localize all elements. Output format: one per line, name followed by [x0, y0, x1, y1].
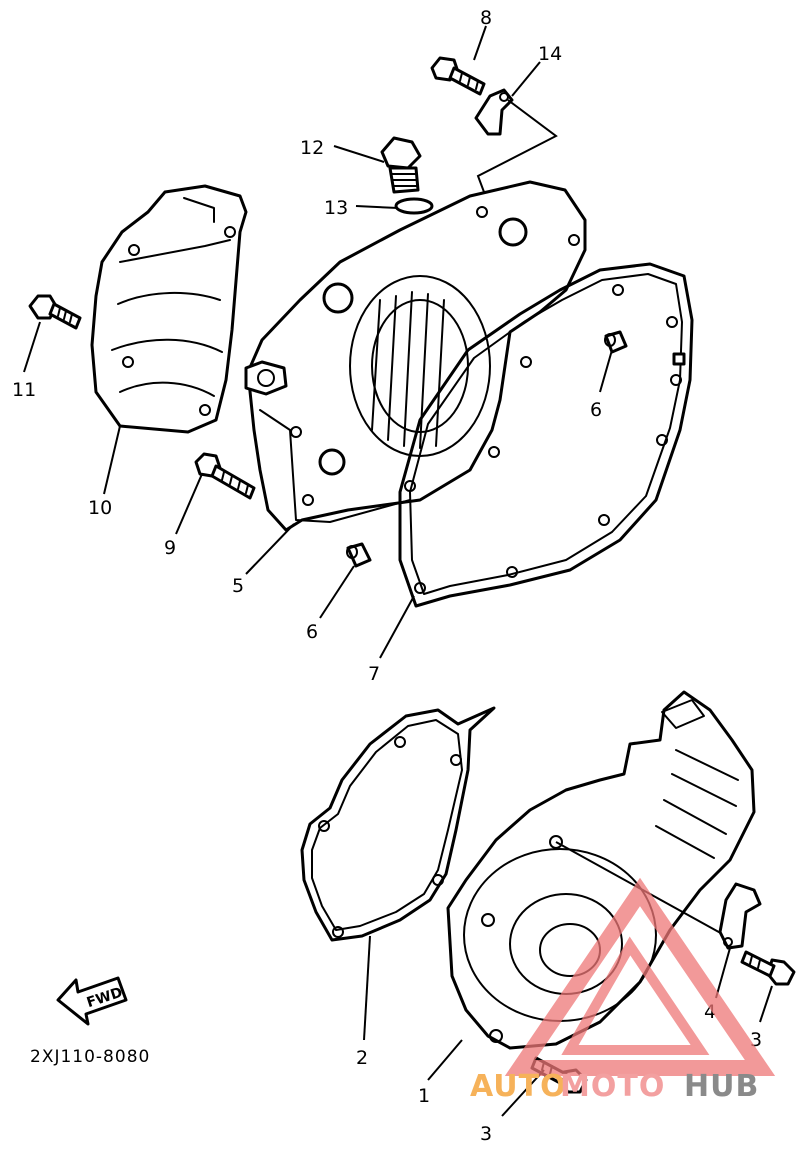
callout-1: 1: [418, 1085, 430, 1107]
watermark-logo: [504, 877, 776, 1076]
part-2-gasket: [300, 706, 496, 942]
leader-lines: [23, 25, 773, 1117]
callout-10: 10: [88, 497, 112, 519]
callout-12: 12: [300, 137, 324, 159]
crankcase-cover: [244, 180, 587, 532]
part-5-gasket-edge: [259, 409, 411, 523]
part-13-o-ring: [394, 197, 434, 215]
part-6-dowel-pin-lower: [346, 542, 372, 568]
part-7-gasket: [398, 262, 694, 608]
watermark-text-auto: AUTO: [470, 1069, 567, 1104]
part-11-bolt: [28, 294, 82, 330]
callout-5: 5: [232, 575, 244, 597]
part-8-bolt: [430, 56, 486, 96]
part-9-bolt: [194, 452, 256, 500]
forward-arrow-icon: FWD: [56, 976, 128, 1026]
part-14-clamp: [474, 88, 514, 136]
callout-numbers: 8 14 12 13 11 10 9 5 6 6 7 2 1 3 4 3: [12, 7, 762, 1145]
callout-6-upper: 6: [590, 399, 602, 421]
part-12-oil-filler-plug: [380, 136, 422, 194]
callout-11: 11: [12, 379, 36, 401]
part-4-clamp: [718, 882, 762, 950]
callout-14: 14: [538, 43, 562, 65]
callout-8: 8: [480, 7, 492, 29]
diagram-code: 2XJ110-8080: [30, 1047, 150, 1067]
callout-13: 13: [324, 197, 348, 219]
clamp-locator-line: [476, 99, 558, 193]
callout-7: 7: [368, 663, 380, 685]
part-3-bolt-right: [740, 950, 796, 986]
callout-3-lower: 3: [480, 1123, 492, 1145]
part-10-cover: [90, 184, 248, 434]
watermark-text-moto: MOTO: [560, 1069, 665, 1104]
watermark-text-hub: HUB: [684, 1069, 759, 1104]
callout-9: 9: [164, 537, 176, 559]
callout-2: 2: [356, 1047, 368, 1069]
part-6-dowel-pin-upper: [604, 330, 628, 354]
callout-6-lower: 6: [306, 621, 318, 643]
